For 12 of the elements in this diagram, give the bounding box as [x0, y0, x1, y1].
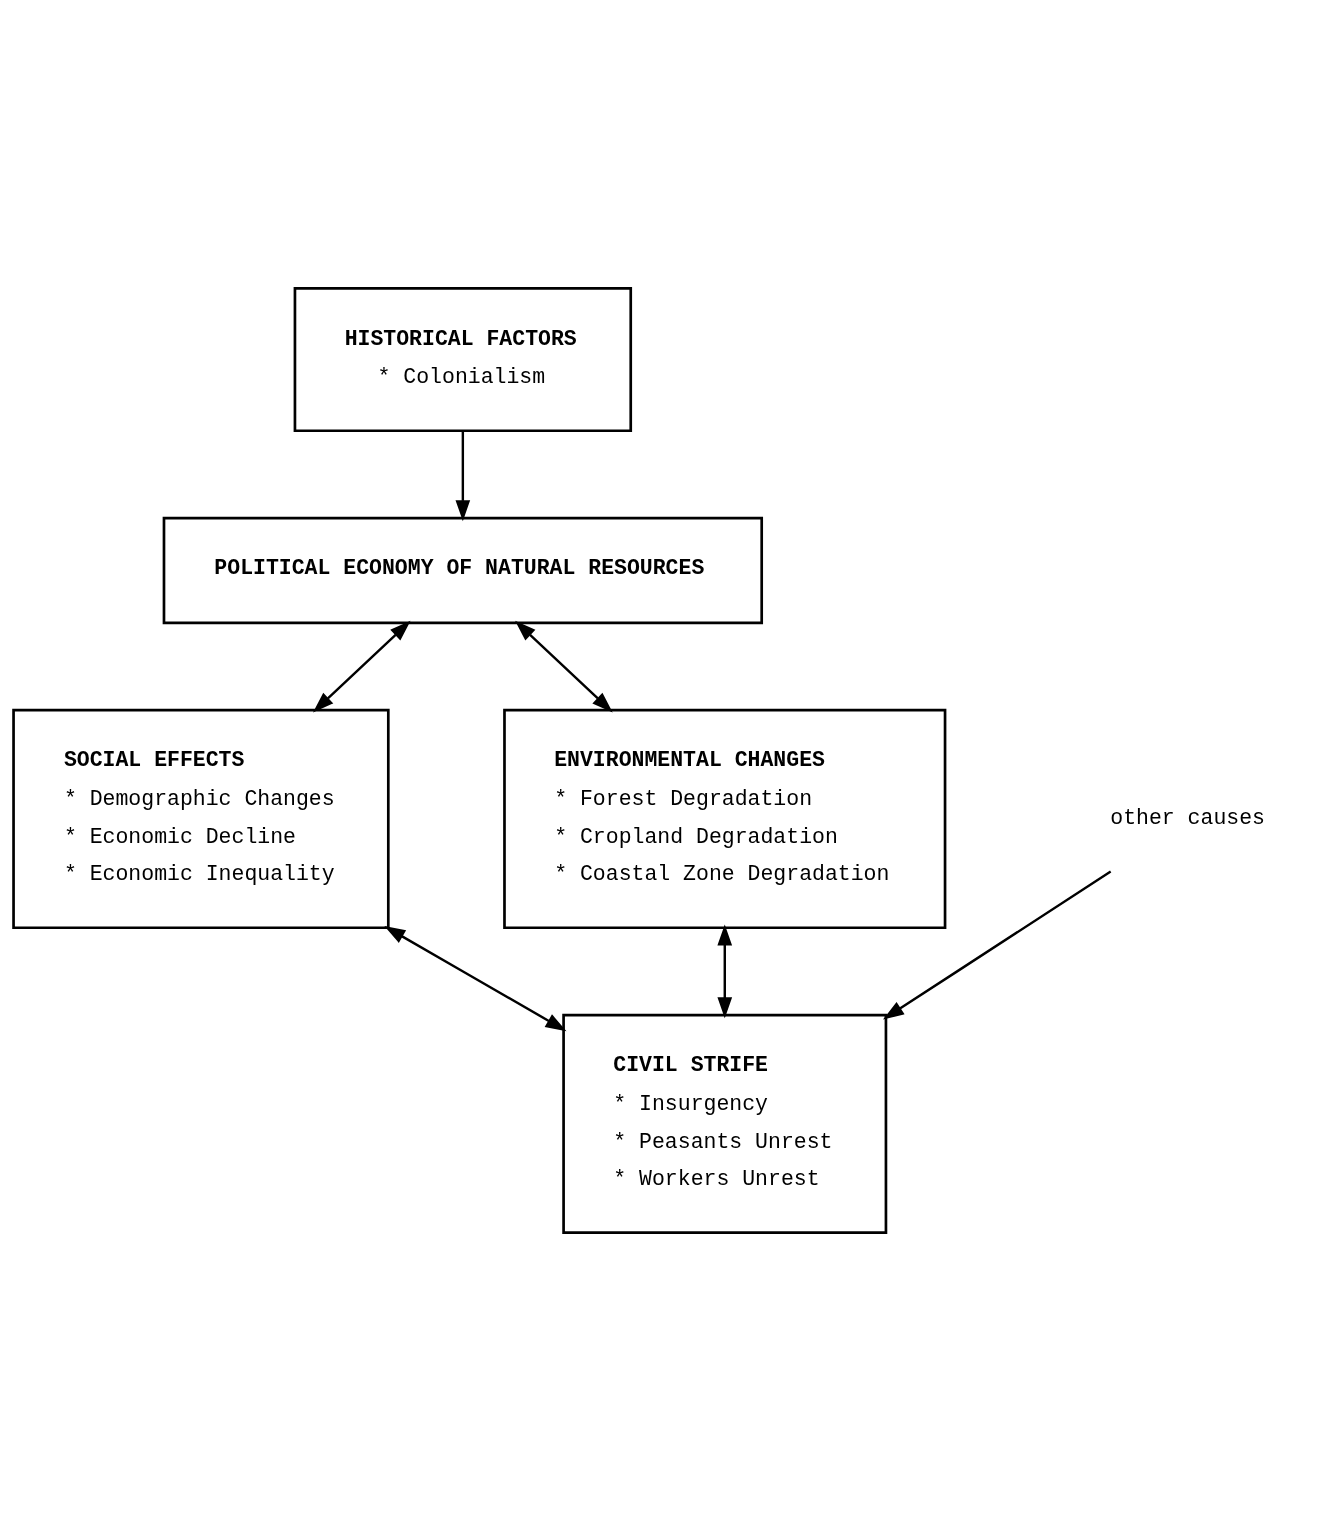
node-box: ENVIRONMENTAL CHANGES * Forest Degradation * Cropland Degradation * Coastal Zone Degradation	[503, 708, 947, 930]
arrow	[455, 430, 471, 522]
node-box: HISTORICAL FACTORS * Colonialism	[293, 287, 633, 433]
node-box: SOCIAL EFFECTS * Demographic Changes * Economic Decline * Economic Inequality	[12, 708, 390, 930]
arrow	[384, 926, 567, 1032]
arrow	[717, 924, 733, 1019]
arrow	[313, 620, 411, 713]
node-box: CIVIL STRIFE * Insurgency * Peasants Unrest * Workers Unrest	[562, 1013, 888, 1234]
node-text: other causes	[1110, 806, 1265, 831]
node-box: POLITICAL ECONOMY OF NATURAL RESOURCES	[162, 516, 764, 625]
arrow	[882, 870, 1112, 1020]
arrow	[515, 620, 613, 713]
